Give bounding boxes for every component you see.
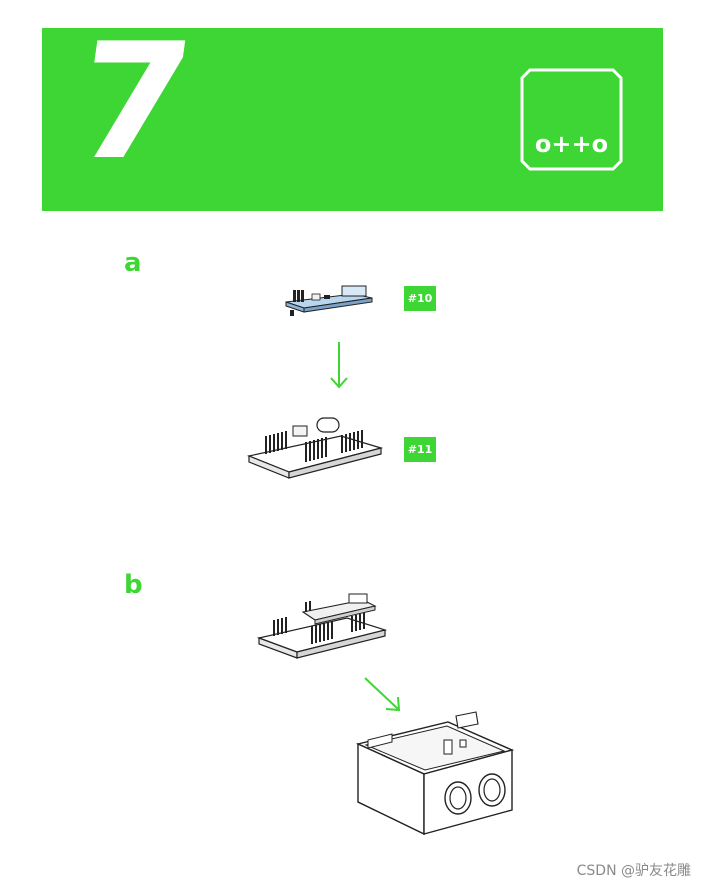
logo-frame-icon: [520, 68, 623, 171]
otto-logo: o++o: [520, 68, 623, 171]
watermark-text: CSDN @驴友花雕: [576, 863, 691, 879]
enclosure-box-illustration: [355, 711, 515, 836]
sensor-shield-illustration: [285, 285, 373, 316]
logo-text: o++o: [534, 130, 609, 158]
section-label-a: a: [124, 248, 142, 278]
step-banner: 7 o++o: [42, 8, 663, 211]
step-number: 7: [64, 8, 203, 195]
stacked-boards-illustration: [256, 593, 388, 659]
part-tag-11: #11: [404, 437, 436, 462]
controller-board-illustration: [246, 417, 384, 479]
diagonal-arrow-icon: [364, 677, 401, 712]
part-tag-10: #10: [404, 286, 436, 311]
down-arrow-icon: [330, 342, 348, 389]
section-label-b: b: [124, 570, 143, 600]
